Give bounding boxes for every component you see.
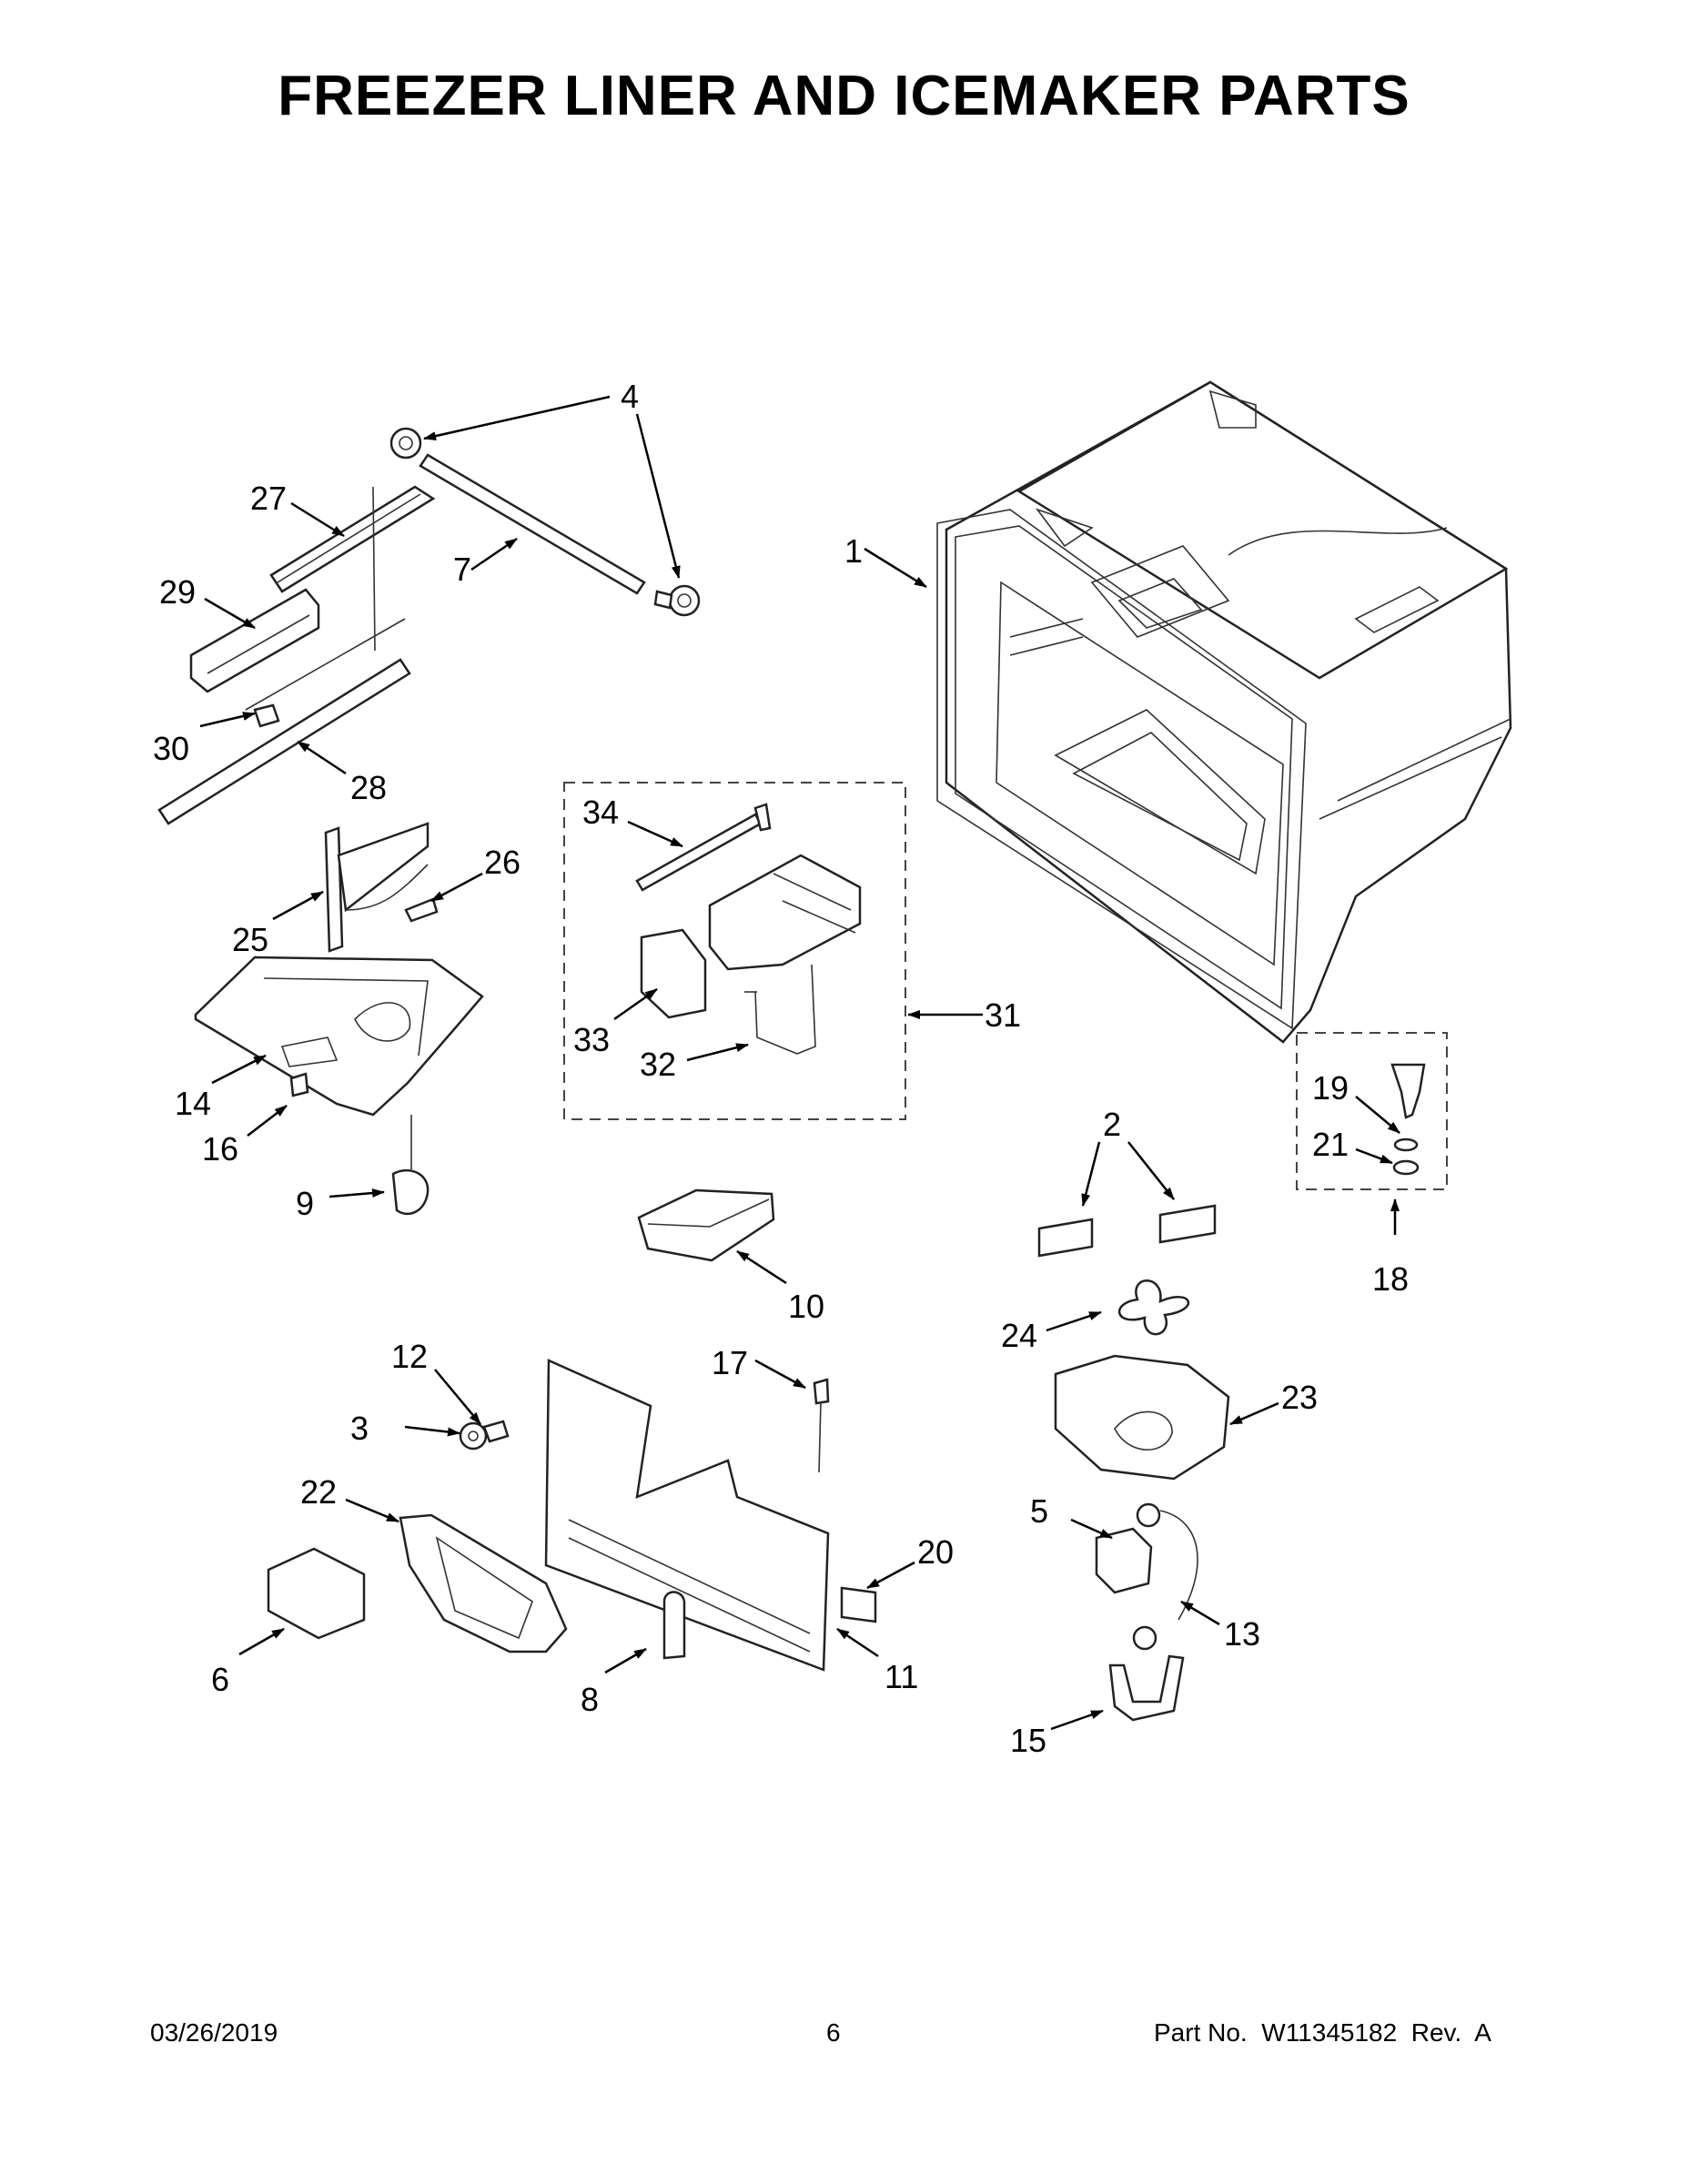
part-1-freezer-liner [936,380,1512,1044]
part-31-icemaker-kit-outline [563,782,906,1120]
callout-11: 11 [884,1658,918,1695]
part-25-bracket [324,822,430,953]
part-3-bracket [459,1421,488,1451]
callout-22: 22 [300,1473,337,1511]
callout-9: 9 [296,1185,314,1222]
callout-29: 29 [159,573,196,611]
part-6-duct-cover [267,1547,366,1640]
callout-2: 2 [1103,1106,1121,1143]
callout-23: 23 [1281,1379,1318,1416]
callout-30: 30 [153,730,189,767]
callout-28: 28 [350,769,387,806]
part-23-fan-shroud [1054,1354,1230,1481]
part-10-ice-bin [637,1188,775,1262]
part-24-fan-blade [1118,1279,1190,1336]
part-26-screw [404,897,439,923]
callout-25: 25 [232,921,268,958]
part-29-bracket [189,588,320,693]
part-4-gear-bottom [653,584,701,617]
callout-18: 18 [1372,1260,1409,1298]
leader-lines [199,395,1400,1731]
part-33-front-cover [640,928,707,1019]
part-18-kit-outline [1296,1032,1448,1190]
part-11-evaporator-cover [544,1359,830,1672]
part-7-shaft [419,453,646,595]
callout-31: 31 [985,996,1021,1034]
part-icemaker-assembly [708,854,862,971]
part-28-slide [157,486,411,825]
part-5-fan-motor [1095,1502,1161,1594]
part-2-insulator-right [1158,1204,1217,1244]
part-30-screw [253,703,280,728]
callout-4: 4 [621,378,639,415]
callout-6: 6 [211,1661,229,1698]
callout-17: 17 [712,1344,748,1381]
part-15-motor-bracket [1108,1625,1185,1722]
callout-32: 32 [640,1046,676,1083]
callout-5: 5 [1030,1492,1048,1530]
callout-34: 34 [582,794,619,831]
footer-date: 03/26/2019 [150,2018,278,2047]
part-22-grille [399,1513,568,1653]
callout-7: 7 [453,551,471,588]
callout-33: 33 [573,1021,610,1058]
page-title: FREEZER LINER AND ICEMAKER PARTS [278,65,1410,127]
part-19-grommet [1390,1063,1426,1119]
part-27-rail [269,485,436,593]
callout-16: 16 [202,1130,238,1168]
callout-24: 24 [1001,1317,1037,1354]
part-14-auger-housing [194,956,484,1117]
footer-part-number: Part No. W11345182 Rev. A [1154,2018,1491,2047]
footer-page-number: 6 [826,2018,841,2047]
callout-26: 26 [484,844,521,881]
part-21-washer [1392,1138,1420,1176]
callout-21: 21 [1312,1126,1349,1163]
part-2-insulator-left [1037,1218,1094,1258]
callout-19: 19 [1312,1069,1349,1107]
callout-15: 15 [1010,1722,1046,1759]
part-8-light-housing [662,1591,686,1660]
part-16-switch [289,1072,309,1097]
part-17-sensor [813,1378,830,1473]
callout-20: 20 [917,1533,954,1571]
callout-27: 27 [250,480,287,517]
callout-10: 10 [788,1288,824,1325]
part-34-wire-harness [635,803,772,892]
callout-13: 13 [1224,1615,1260,1653]
callout-8: 8 [581,1681,599,1718]
callout-1: 1 [844,532,863,570]
callout-labels: 1 2 3 4 5 6 7 8 9 10 11 12 13 14 15 16 1… [153,378,1409,1759]
callout-14: 14 [175,1085,211,1122]
part-32-bail-arm [744,964,816,1055]
callout-12: 12 [391,1338,428,1375]
part-13-wire [1159,1510,1198,1621]
part-12-screw [482,1420,510,1443]
part-20-seal-strip [840,1586,877,1623]
callout-3: 3 [350,1410,369,1447]
part-9-auger-motor [391,1115,430,1216]
part-4-gear-top [389,427,422,460]
